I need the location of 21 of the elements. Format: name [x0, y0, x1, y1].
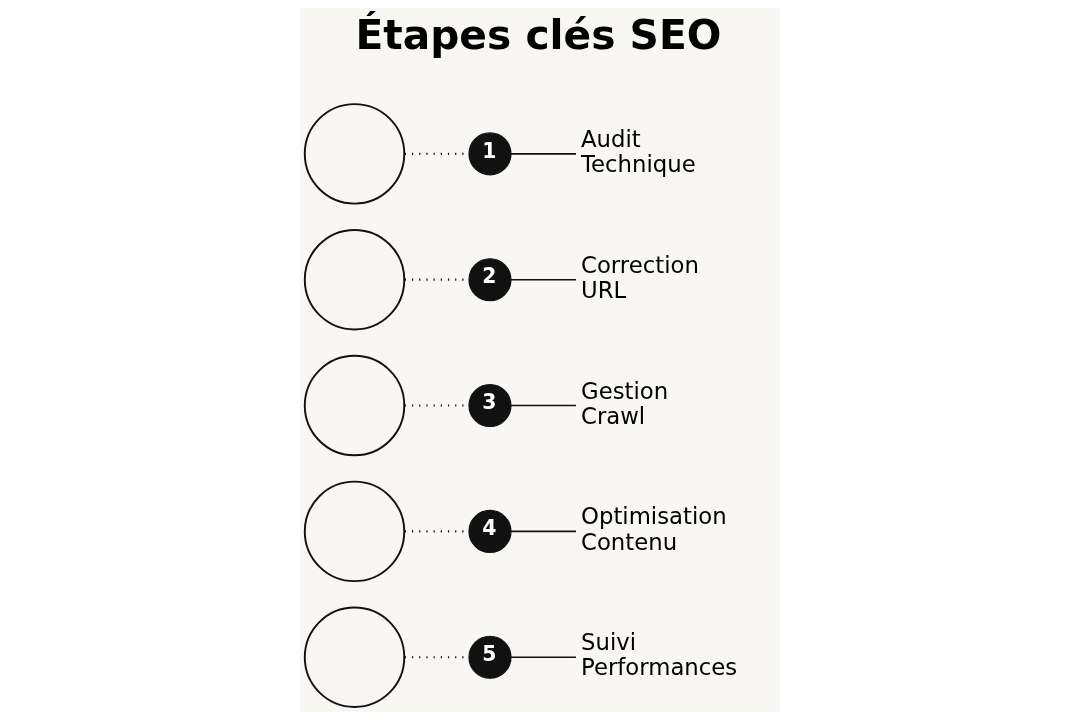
- node-text: Correction URL: [581, 251, 699, 303]
- node-circle: 2: [468, 258, 512, 302]
- node-circle: 4: [468, 509, 512, 553]
- node-circle: [303, 354, 406, 457]
- node-text: Gestion Crawl: [581, 377, 669, 429]
- node-circle: [303, 103, 406, 205]
- connector: [510, 656, 577, 658]
- node-text: Optimisation Contenu: [581, 503, 727, 555]
- node-circle: [303, 606, 406, 708]
- connector: [510, 153, 577, 155]
- node-circle: 1: [468, 132, 512, 176]
- connector: [510, 530, 577, 533]
- node-circle: [303, 480, 406, 583]
- connector: [510, 404, 577, 407]
- node-circle: 5: [468, 635, 512, 679]
- node-circle: 3: [468, 383, 512, 428]
- node-circle: [303, 229, 406, 331]
- diagram-title: Étapes clés SEO: [355, 11, 722, 60]
- connector: [510, 278, 577, 281]
- node-text: Suivi Performances: [581, 629, 738, 681]
- node-text: Audit Technique: [581, 125, 696, 178]
